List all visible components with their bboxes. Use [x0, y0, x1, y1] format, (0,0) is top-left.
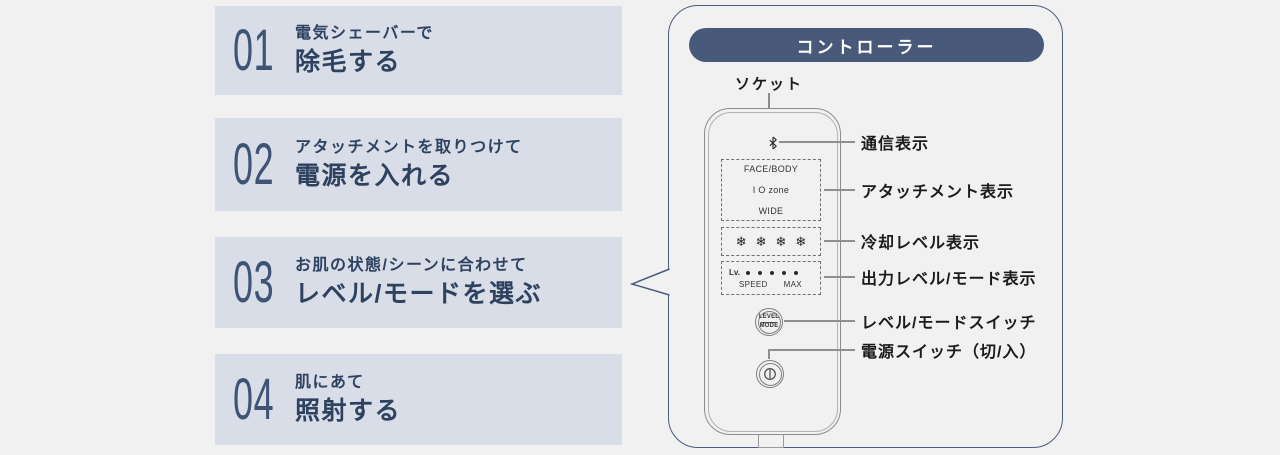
level-dot [781, 270, 786, 275]
step-title: 除毛する [295, 47, 402, 76]
controller-device: FACE/BODY I O zone WIDE ❄ ❄ ❄ ❄ Lv. [704, 108, 841, 435]
level-dot [745, 270, 750, 275]
power-icon [764, 368, 776, 380]
panel-pointer [629, 268, 673, 296]
level-mode-button-top-label: LEVEL [758, 314, 780, 320]
step-04-box: 04 肌にあて 照射する [215, 354, 622, 445]
controller-device-inner-outline [707, 111, 838, 432]
level-dot [757, 270, 762, 275]
step-01-box: 01 電気シェーバーで 除毛する [215, 6, 622, 95]
step-subtitle: 肌にあて [295, 373, 365, 391]
step-number: 02 [233, 131, 275, 197]
power-button [756, 360, 784, 388]
level-dot [769, 270, 774, 275]
attachment-option-io-zone: I O zone [752, 185, 790, 195]
snowflake-icon: ❄ [735, 234, 747, 249]
level-mode-button-bottom-label: MODE [759, 323, 779, 329]
step-03-box: 03 お肌の状態/シーンに合わせて レベル/モードを選ぶ [215, 237, 622, 328]
step-02-box: 02 アタッチメントを取りつけて 電源を入れる [215, 118, 622, 211]
controller-panel: コントローラー ソケット FACE/BODY I O zone WIDE ❄ ❄… [629, 5, 1063, 448]
max-label: MAX [783, 280, 802, 289]
step-number: 03 [233, 249, 275, 315]
step-title: 電源を入れる [295, 161, 455, 190]
cooling-display-box: ❄ ❄ ❄ ❄ [721, 227, 821, 256]
step-subtitle: お肌の状態/シーンに合わせて [295, 256, 528, 274]
label-level-mode-switch: レベル/モードスイッチ [861, 315, 1037, 332]
leader-line-output [824, 276, 855, 278]
level-dot [793, 270, 798, 275]
snowflake-icon: ❄ [755, 234, 767, 249]
leader-line-attachment [824, 189, 855, 191]
leader-line-cooling [824, 240, 855, 242]
connector-tab [758, 435, 784, 448]
output-display-box: Lv. SPEED MAX [721, 261, 821, 295]
leader-line-power-vertical [768, 349, 770, 359]
controller-title-pill: コントローラー [689, 28, 1044, 62]
label-communication: 通信表示 [861, 136, 930, 153]
label-cooling: 冷却レベル表示 [861, 235, 981, 252]
leader-line-communication [779, 141, 855, 143]
label-attachment: アタッチメント表示 [861, 184, 1015, 201]
label-output: 出力レベル/モード表示 [861, 271, 1037, 288]
snowflake-icon: ❄ [795, 234, 807, 249]
speed-label: SPEED [739, 280, 768, 289]
step-number: 01 [233, 17, 275, 83]
step-subtitle: アタッチメントを取りつけて [295, 138, 523, 156]
step-title: 照射する [295, 396, 402, 425]
socket-pointer-line [768, 93, 770, 109]
step-title: レベル/モードを選ぶ [295, 279, 542, 308]
bluetooth-icon [769, 136, 777, 150]
step-subtitle: 電気シェーバーで [295, 24, 434, 42]
leader-line-level-mode [784, 320, 855, 322]
attachment-display-box: FACE/BODY I O zone WIDE [721, 159, 821, 221]
label-power-switch: 電源スイッチ（切/入） [861, 344, 1037, 361]
socket-label: ソケット [734, 76, 803, 93]
attachment-option-wide: WIDE [758, 206, 784, 216]
step-number: 04 [233, 366, 275, 432]
level-mode-button: LEVEL MODE [755, 308, 783, 336]
level-mode-button-divider [761, 321, 777, 323]
level-prefix: Lv. [729, 268, 740, 277]
leader-line-power [768, 349, 855, 351]
attachment-option-face-body: FACE/BODY [743, 164, 799, 174]
snowflake-icon: ❄ [775, 234, 787, 249]
